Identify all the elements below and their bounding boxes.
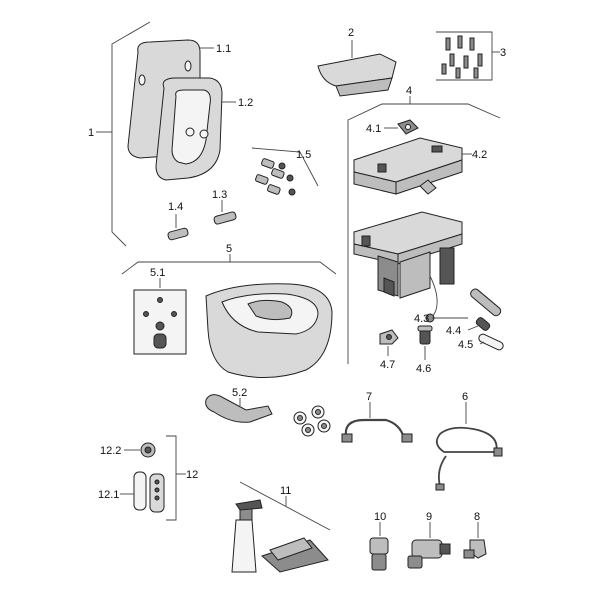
- label-1: 1: [88, 127, 94, 139]
- wall-hung-bowl-5: [205, 283, 333, 379]
- buffer-1-4: [167, 227, 189, 241]
- buffer-1-3: [213, 211, 237, 225]
- label-7: 7: [366, 391, 372, 403]
- mounting-template-5-1: [133, 289, 187, 355]
- nozzle-4-4: [475, 317, 491, 331]
- label-5-1: 5.1: [150, 267, 165, 279]
- label-1-2: 1.2: [238, 97, 253, 109]
- nut-4-7: [379, 329, 399, 345]
- group-5-bowl: 5 5.1: [121, 243, 337, 379]
- nozzle-tip-4-5: [478, 333, 504, 351]
- label-11: 11: [280, 485, 291, 497]
- label-4-6: 4.6: [416, 363, 431, 375]
- label-5-2: 5.2: [232, 387, 247, 399]
- remote-control: [149, 473, 165, 513]
- cover-plate-2: [317, 53, 397, 97]
- label-1-5: 1.5: [296, 149, 311, 161]
- nozzle-4-3: [470, 288, 502, 317]
- washers: [293, 405, 331, 437]
- label-4-4: 4.4: [446, 325, 461, 337]
- clip-4-1: [397, 119, 419, 135]
- label-4-2: 4.2: [472, 149, 487, 161]
- cleaning-cloth: [261, 537, 329, 573]
- label-2: 2: [348, 27, 354, 39]
- label-1-4: 1.4: [168, 201, 183, 213]
- label-12: 12: [186, 469, 198, 481]
- shower-unit-4: [353, 211, 463, 323]
- label-9: 9: [426, 511, 432, 523]
- label-4-5: 4.5: [458, 339, 473, 351]
- long-hose-6: [435, 426, 503, 491]
- label-6: 6: [462, 391, 468, 403]
- label-4: 4: [406, 85, 412, 97]
- fixing-parts-1-5: [255, 158, 296, 196]
- label-4-7: 4.7: [380, 359, 395, 371]
- upper-housing-4-2: [353, 137, 463, 195]
- label-1-1: 1.1: [216, 43, 231, 55]
- label-3: 3: [500, 47, 506, 59]
- label-12-1: 12.1: [98, 489, 119, 501]
- label-5: 5: [226, 243, 232, 255]
- valve-9: [407, 539, 451, 569]
- connection-hose-7: [341, 418, 413, 443]
- label-4-1: 4.1: [366, 123, 381, 135]
- label-12-2: 12.2: [100, 445, 121, 457]
- cleaning-set-11: 11: [231, 481, 331, 573]
- label-8: 8: [474, 511, 480, 523]
- group-4-shower-module: 4 4.1 4.2: [347, 85, 504, 375]
- screws-3: [441, 35, 483, 79]
- elbow-fitting-8: [463, 539, 487, 559]
- flush-pipe-5-2: [205, 394, 273, 423]
- filter-4-6: [417, 325, 433, 345]
- label-10: 10: [374, 511, 386, 523]
- spray-bottle: [231, 499, 263, 573]
- group-12-remote: 12 12.2 12.1: [98, 435, 198, 521]
- holder-12-1: [133, 471, 147, 511]
- group-1-seat-assembly: 1 1.1 1.2 1.5: [88, 21, 319, 247]
- label-1-3: 1.3: [212, 189, 227, 201]
- label-4-3: 4.3: [414, 313, 429, 325]
- seat-ring-1-2: [155, 77, 223, 181]
- fitting-10: [369, 537, 389, 571]
- wall-holder-12-2: [140, 442, 156, 458]
